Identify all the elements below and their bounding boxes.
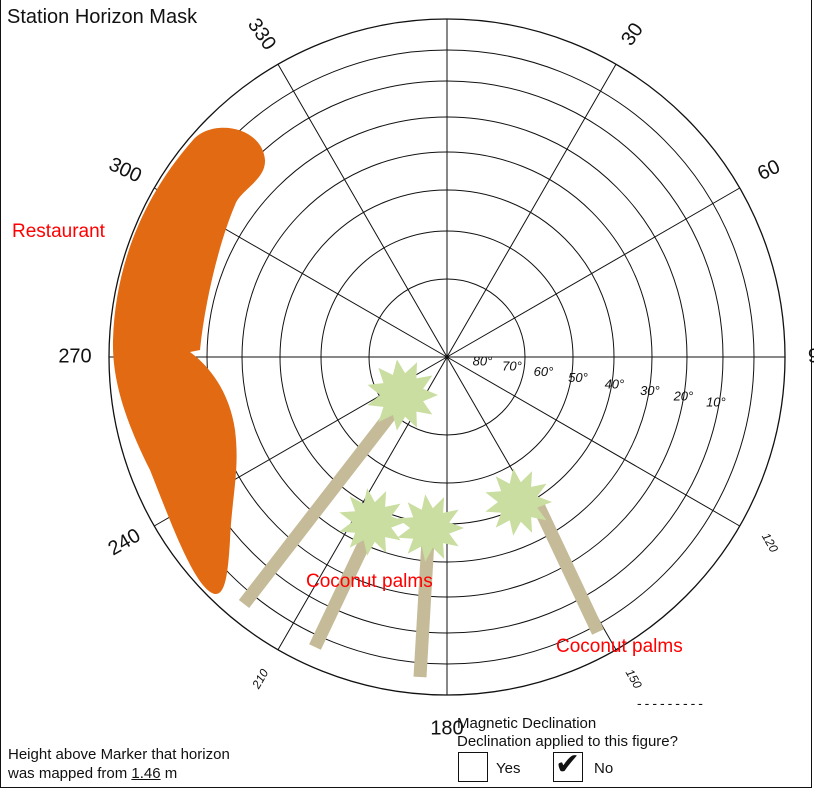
azimuth-label: 210 xyxy=(249,666,272,691)
azimuth-label: 120 xyxy=(759,530,781,555)
azimuth-label: 240 xyxy=(104,525,144,561)
azimuth-label: 30 xyxy=(617,19,648,50)
elevation-label: 80° xyxy=(473,353,493,368)
magnetic-declination-label: Magnetic Declination xyxy=(457,715,597,732)
azimuth-label: 270 xyxy=(58,345,91,367)
frame-left-border xyxy=(0,0,1,788)
checkmark-icon: ✔ xyxy=(555,747,581,782)
declination-question: Declination applied to this figure? xyxy=(457,733,678,750)
azimuth-spoke xyxy=(446,64,617,358)
restaurant-obstruction xyxy=(112,127,266,595)
height-line-2-text: was mapped from xyxy=(8,765,128,782)
frame-right-border xyxy=(811,0,812,788)
elevation-label: 10° xyxy=(706,394,726,409)
azimuth-spoke xyxy=(446,356,740,527)
elevation-label: 40° xyxy=(605,377,625,392)
palm-crown xyxy=(339,488,406,556)
height-line-2: was mapped from 1.46 m xyxy=(8,764,230,783)
declination-value-blank: --------- xyxy=(637,695,706,711)
azimuth-label: 180 xyxy=(430,717,463,739)
restaurant-label: Restaurant xyxy=(12,221,106,242)
elevation-label: 30° xyxy=(640,383,660,398)
elevation-label: 20° xyxy=(673,389,694,404)
coconut-palms-label-sw: Coconut palms xyxy=(306,571,433,592)
azimuth-label: 90 xyxy=(808,345,814,367)
declination-yes-label: Yes xyxy=(496,760,521,777)
palm-trunk xyxy=(238,392,411,608)
azimuth-spoke xyxy=(277,64,448,358)
declination-yes-checkbox[interactable] xyxy=(458,752,488,782)
palm-trunk xyxy=(309,522,379,650)
declination-no-label: No xyxy=(594,760,614,777)
azimuth-label: 150 xyxy=(623,667,645,692)
palm-crown xyxy=(485,468,552,536)
page-title: Station Horizon Mask xyxy=(7,6,198,28)
elevation-label: 50° xyxy=(568,370,588,385)
elevation-label: 70° xyxy=(502,359,522,374)
azimuth-label: 60 xyxy=(754,156,783,185)
palm-trunk xyxy=(532,502,604,635)
azimuth-label: 330 xyxy=(243,14,280,54)
azimuth-spoke xyxy=(446,187,740,358)
height-line-1: Height above Marker that horizon xyxy=(8,746,230,763)
height-unit: m xyxy=(164,765,178,782)
height-value: 1.46 xyxy=(131,765,161,782)
frame-bottom-border xyxy=(0,787,812,788)
coconut-palms-label-se: Coconut palms xyxy=(556,636,683,657)
height-above-marker-note: Height above Marker that horizon was map… xyxy=(8,745,230,783)
elevation-label: 60° xyxy=(534,364,554,379)
declination-no-checkbox[interactable] xyxy=(553,752,583,782)
azimuth-label: 300 xyxy=(105,153,145,187)
palm-crown xyxy=(397,494,464,562)
palm-trunk xyxy=(413,539,435,678)
palm-crown xyxy=(367,359,438,431)
